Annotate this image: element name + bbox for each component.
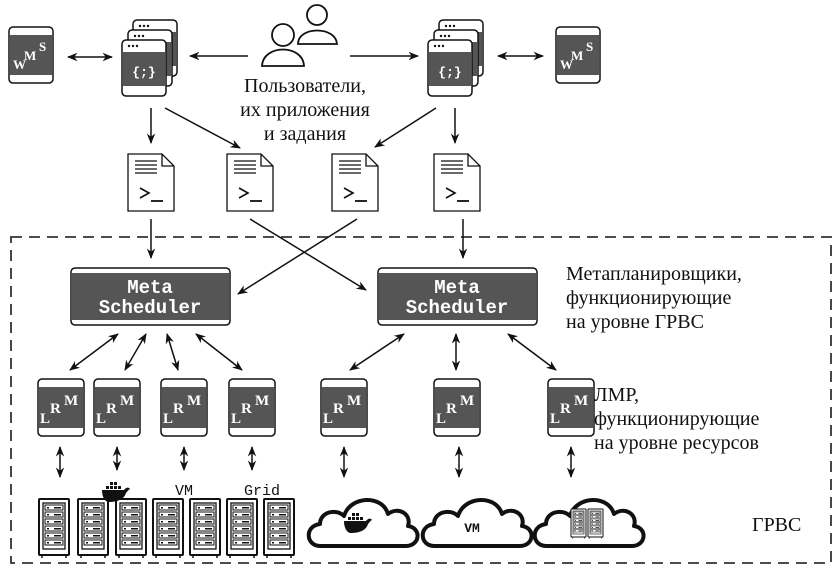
- arrow-meta-left-lrm1: [69, 333, 119, 371]
- cloud-vm[interactable]: VM: [420, 497, 534, 548]
- meta-scheduler-line2: Scheduler: [406, 297, 509, 319]
- arrow-file2-to-meta-right: [249, 218, 367, 291]
- lrm-r-letter: R: [560, 401, 571, 417]
- wms-w-letter: W: [560, 57, 573, 72]
- server-rack-group-docker[interactable]: [77, 482, 147, 559]
- arrow-meta-right-lrm7: [507, 333, 557, 371]
- lrm-r-letter: R: [173, 401, 184, 417]
- users-caption: Пользователи, их приложения и задания: [205, 74, 405, 146]
- wms-icon-left[interactable]: W M S: [8, 26, 54, 84]
- meta-scheduler-line2: Scheduler: [99, 297, 202, 319]
- lrm-m-letter: M: [64, 393, 78, 409]
- script-file-3[interactable]: [331, 153, 379, 212]
- arrow-left-app-to-file2: [164, 107, 241, 149]
- app-window-stack-right[interactable]: {;}: [427, 19, 484, 97]
- code-icon: {;}: [132, 65, 155, 80]
- vm-label: VM: [175, 483, 193, 500]
- wms-icon-right[interactable]: W M S: [555, 26, 601, 84]
- lrm-m-letter: M: [460, 393, 474, 409]
- lrm-l-letter: L: [231, 411, 241, 427]
- lrm-m-letter: M: [187, 393, 201, 409]
- arrow-file3-to-meta-left: [237, 218, 358, 295]
- wms-m-letter: M: [571, 48, 583, 63]
- lrm-m-letter: M: [255, 393, 269, 409]
- meta-caption-line: Метапланировщики,: [566, 263, 742, 285]
- lrm-caption-line: на уровне ресурсов: [594, 432, 759, 454]
- app-window-stack-left[interactable]: {;}: [121, 19, 178, 97]
- server-rack-group-grid[interactable]: Grid: [226, 483, 295, 559]
- meta-scheduler-caption: Метапланировщики, функционирующие на уро…: [566, 262, 742, 334]
- lrm-r-letter: R: [446, 401, 457, 417]
- lrm-m-letter: M: [347, 393, 361, 409]
- code-icon: {;}: [438, 65, 461, 80]
- cloud-vm-label: VM: [464, 521, 480, 536]
- lrm-r-letter: R: [333, 401, 344, 417]
- lrm-r-letter: R: [50, 401, 61, 417]
- meta-scheduler-line1: Meta: [434, 277, 480, 299]
- arrow-meta-left-lrm4: [195, 333, 243, 371]
- grvs-boundary: [10, 236, 832, 564]
- lrm-l-letter: L: [96, 411, 106, 427]
- server-rack-group-vm[interactable]: VM: [152, 483, 221, 559]
- meta-caption-line: функционирующие: [566, 287, 732, 309]
- wms-m-letter: M: [24, 48, 36, 63]
- arrow-right-app-to-file3: [374, 107, 437, 148]
- lrm-l-letter: L: [550, 411, 560, 427]
- lrm-l-letter: L: [163, 411, 173, 427]
- script-file-1[interactable]: [127, 153, 175, 212]
- wms-s-letter: S: [586, 39, 593, 54]
- script-file-2[interactable]: [226, 153, 274, 212]
- lrm-m-letter: M: [574, 393, 588, 409]
- arrow-meta-right-lrm5: [349, 333, 405, 371]
- lrm-r-letter: R: [106, 401, 117, 417]
- lrm-l-letter: L: [323, 411, 333, 427]
- wms-w-letter: W: [13, 57, 26, 72]
- grid-label: Grid: [244, 483, 280, 500]
- lrm-caption: ЛМР, функционирующие на уровне ресурсов: [594, 383, 759, 455]
- cloud-servers[interactable]: [532, 497, 646, 548]
- users-icon: [261, 4, 338, 67]
- users-caption-line: Пользователи,: [244, 75, 366, 97]
- meta-scheduler-right[interactable]: Meta Scheduler: [377, 267, 538, 326]
- lrm-caption-line: функционирующие: [594, 408, 760, 430]
- lrm-m-letter: M: [120, 393, 134, 409]
- script-file-4[interactable]: [433, 153, 481, 212]
- meta-scheduler-left[interactable]: Meta Scheduler: [70, 267, 231, 326]
- lrm-r-letter: R: [241, 401, 252, 417]
- lrm-caption-line: ЛМР,: [594, 384, 639, 406]
- meta-scheduler-line1: Meta: [127, 277, 173, 299]
- users-caption-line: и задания: [263, 123, 347, 145]
- wms-s-letter: S: [39, 39, 46, 54]
- arrow-meta-left-lrm3: [165, 332, 180, 372]
- server-rack-group-plain[interactable]: [38, 498, 70, 559]
- arrow-meta-left-lrm2: [124, 333, 147, 371]
- meta-caption-line: на уровне ГРВС: [566, 311, 704, 333]
- grvs-boundary-label: ГРВС: [752, 514, 802, 536]
- lrm-l-letter: L: [40, 411, 50, 427]
- cloud-docker[interactable]: [306, 497, 420, 548]
- lrm-l-letter: L: [436, 411, 446, 427]
- users-caption-line: их приложения: [240, 99, 370, 121]
